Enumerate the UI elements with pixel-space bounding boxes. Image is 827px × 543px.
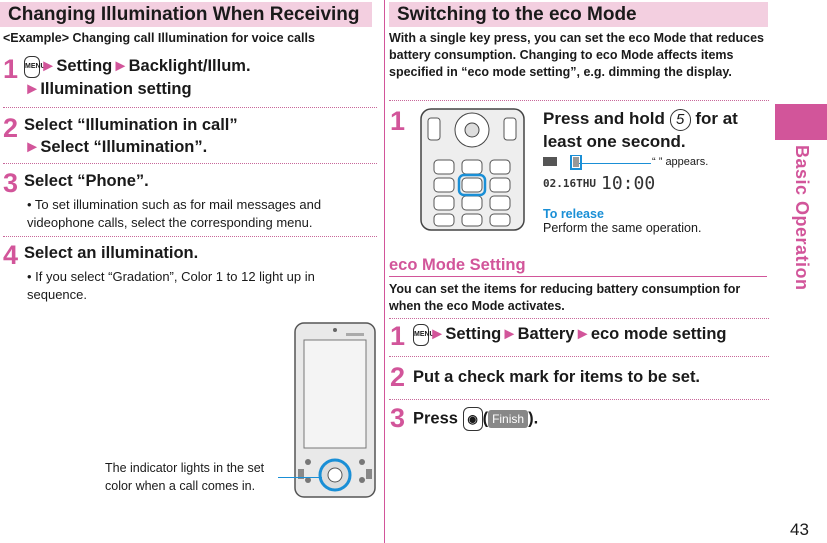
menu-key-icon: MENU	[413, 323, 435, 346]
step-number: 3	[390, 403, 406, 433]
side-tab	[775, 104, 827, 140]
appears-callout-line	[579, 163, 651, 164]
arrow-icon: ►	[574, 325, 591, 343]
step-line: Select “Illumination”.	[40, 138, 208, 156]
divider	[3, 163, 377, 164]
step-number: 1	[390, 106, 406, 136]
step-line: Press and hold	[543, 109, 665, 128]
appears-text: “ ” appears.	[652, 156, 709, 168]
menu-item: Illumination setting	[40, 79, 192, 98]
step-4-note: • If you select “Gradation”, Color 1 to …	[27, 269, 315, 302]
menu-key-icon: MENU	[24, 55, 46, 78]
arrow-icon: ►	[429, 325, 446, 343]
step-1-text: MENU►Setting►Backlight/Illum. ►Illuminat…	[24, 55, 374, 100]
step-number: 2	[390, 362, 406, 392]
display-time: 10:00	[601, 173, 656, 194]
menu-item: Battery	[517, 325, 575, 343]
eco-setting-step-2: Put a check mark for items to be set.	[413, 368, 701, 386]
indicator-callout: The indicator lights in the set color wh…	[105, 461, 265, 493]
step-number: 3	[3, 168, 19, 198]
step-3-text: Select “Phone”.	[24, 172, 149, 190]
finish-softkey: Finish	[488, 410, 529, 429]
divider	[3, 236, 377, 237]
arrow-icon: ►	[112, 57, 129, 75]
menu-item: Setting	[56, 57, 113, 75]
menu-item: eco mode setting	[590, 325, 727, 343]
menu-item: Setting	[445, 325, 502, 343]
keypad-illustration	[420, 108, 525, 231]
left-section-header: Changing Illumination When Receiving	[0, 2, 372, 27]
step-4-text: Select an illumination.	[24, 244, 199, 262]
to-release-title: To release	[543, 207, 604, 221]
step-line: ).	[528, 409, 539, 428]
side-label: Basic Operation	[792, 145, 812, 291]
callout-line	[278, 477, 322, 478]
step-number: 4	[3, 240, 19, 270]
step-2-text: Select “Illumination in call” ►Select “I…	[24, 114, 374, 158]
eco-intro: With a single key press, you can set the…	[389, 31, 764, 79]
eco-setting-title: eco Mode Setting	[389, 256, 526, 274]
arrow-icon: ►	[24, 79, 41, 98]
divider	[389, 100, 769, 101]
step-3-note: • To set illumination such as for mail m…	[27, 197, 322, 230]
step-line: Press	[413, 409, 458, 428]
divider	[389, 399, 769, 400]
display-snippet: 02.16THU 10:00	[543, 154, 656, 200]
display-date: 02.16THU	[543, 177, 596, 190]
key-5-icon: 5	[669, 108, 691, 131]
step-line: for at least one second.	[543, 109, 738, 151]
arrow-icon: ►	[24, 138, 41, 156]
menu-item: Backlight/Illum.	[128, 57, 251, 75]
page-number: 43	[790, 520, 809, 539]
eco-setting-step-3: Press ◉(Finish).	[413, 407, 538, 431]
eco-step-1-text: Press and hold 5 for at least one second…	[543, 108, 768, 153]
to-release-text: Perform the same operation.	[543, 221, 702, 235]
right-section-header: Switching to the eco Mode	[389, 2, 768, 27]
eco-setting-step-1: MENU►Setting►Battery►eco mode setting	[413, 323, 773, 346]
column-divider	[384, 0, 385, 543]
step-line: Select “Illumination in call”	[24, 116, 238, 134]
step-number: 2	[3, 113, 19, 143]
eco-setting-rule	[389, 276, 767, 277]
step-number: 1	[390, 321, 406, 351]
example-caption: <Example> Changing call Illumination for…	[3, 31, 315, 45]
camera-key-icon: ◉	[462, 407, 483, 431]
divider	[389, 356, 769, 357]
divider	[3, 107, 377, 108]
step-number: 1	[3, 54, 19, 84]
arrow-icon: ►	[40, 57, 57, 75]
arrow-icon: ►	[501, 325, 518, 343]
divider	[389, 318, 769, 319]
eco-setting-text: You can set the items for reducing batte…	[389, 282, 741, 313]
phone-illustration	[294, 322, 376, 498]
